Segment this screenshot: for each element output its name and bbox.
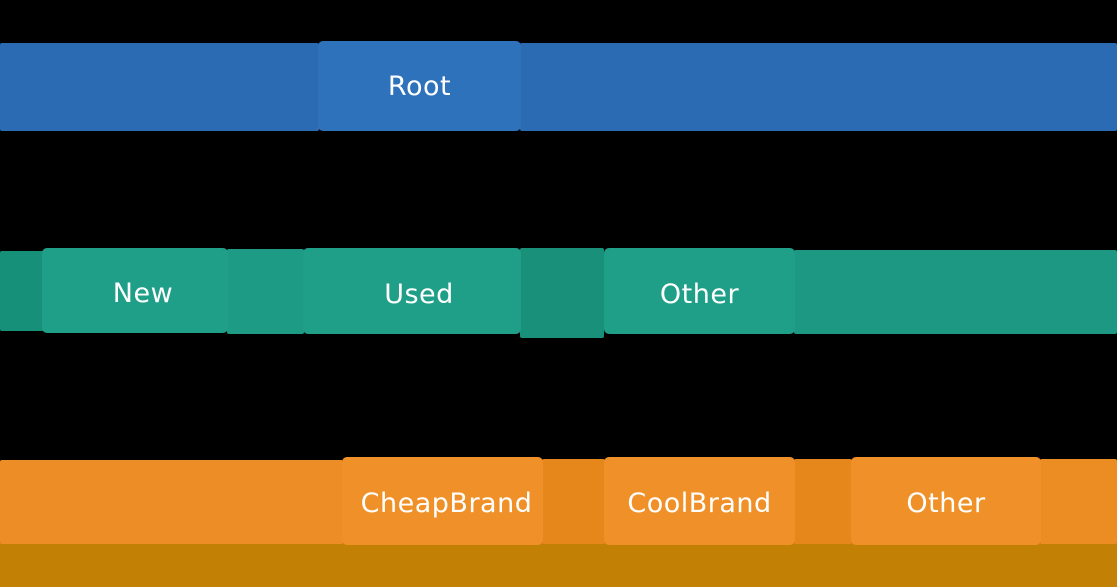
segment-unlabeled-lvl2[interactable]: [227, 249, 304, 334]
segment-unlabeled-lvl1[interactable]: [520, 43, 1117, 131]
node-root-lvl1[interactable]: Root: [318, 41, 521, 131]
node-cheapbrand-lvl3[interactable]: CheapBrand: [342, 457, 543, 545]
segment-unlabeled-lvl2[interactable]: [794, 250, 1117, 334]
node-label: CheapBrand: [360, 487, 533, 519]
node-used-lvl2[interactable]: Used: [303, 248, 521, 334]
segment-unlabeled-lvl2[interactable]: [520, 248, 604, 338]
segment-unlabeled-lvl3[interactable]: [542, 459, 605, 544]
segment-unlabeled-lvl1[interactable]: [0, 43, 319, 131]
node-other-lvl2[interactable]: Other: [604, 248, 795, 334]
node-label: New: [112, 278, 174, 309]
segment-unlabeled-lvl3[interactable]: [1040, 459, 1117, 544]
baseline-strip: [0, 543, 1117, 587]
node-new-lvl2[interactable]: New: [42, 248, 228, 333]
node-other-lvl3[interactable]: Other: [851, 457, 1041, 545]
node-label: Used: [384, 278, 454, 310]
node-label: CoolBrand: [627, 487, 772, 519]
node-label: Other: [659, 278, 740, 310]
segment-unlabeled-lvl2[interactable]: [0, 251, 44, 331]
node-label: Root: [387, 70, 452, 102]
segment-unlabeled-lvl3[interactable]: [794, 459, 852, 544]
segment-unlabeled-lvl3[interactable]: [0, 460, 343, 544]
node-coolbrand-lvl3[interactable]: CoolBrand: [604, 457, 795, 545]
node-label: Other: [906, 487, 986, 519]
